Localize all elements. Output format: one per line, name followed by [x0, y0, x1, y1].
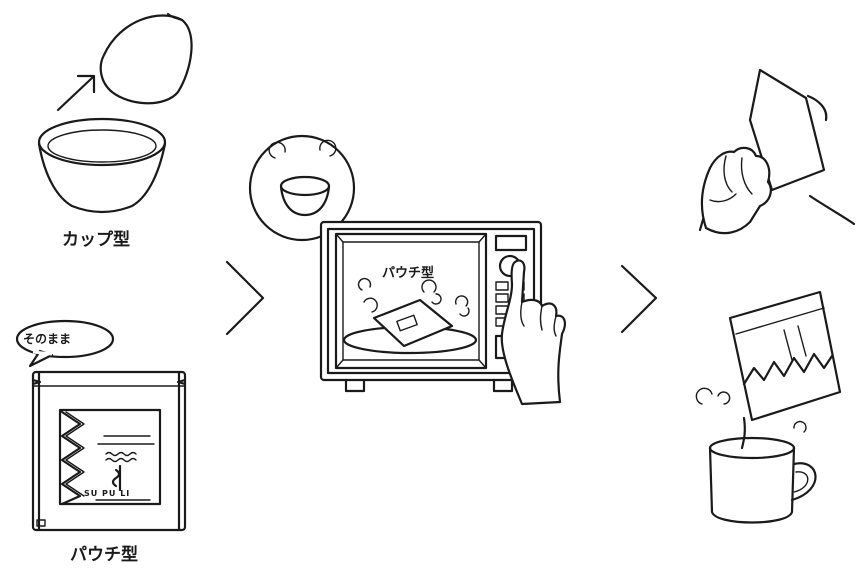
- pour-into-mug-illustration: [696, 292, 840, 523]
- open-arrow-icon: [58, 76, 94, 110]
- pouch-illustration: [17, 321, 185, 530]
- cup-rim: [39, 119, 165, 165]
- microwave-pouch-label: パウチ型: [382, 262, 434, 281]
- hand-tearing: [702, 148, 771, 233]
- zigzag-pattern: [62, 412, 80, 504]
- speech-bubble-text: そのまま: [23, 330, 71, 347]
- pouch-type-label: パウチ型: [70, 540, 138, 565]
- pouch-body: [33, 372, 185, 530]
- pouch-brand-text: SU PU LI: [84, 489, 130, 498]
- cup-type-label: カップ型: [62, 225, 130, 250]
- cup-body: [39, 144, 165, 212]
- step-chevron-2: [622, 266, 656, 332]
- cup-container-illustration: [39, 14, 192, 212]
- mug-rim: [710, 438, 794, 458]
- tearing-pouch-illustration: [700, 70, 854, 233]
- pouring-pouch: [730, 292, 840, 420]
- mug-handle: [792, 463, 816, 500]
- step-chevron-1: [227, 262, 263, 334]
- brand-logo-icon: [113, 466, 120, 490]
- cup-lid: [101, 15, 192, 103]
- mug-body: [710, 448, 794, 523]
